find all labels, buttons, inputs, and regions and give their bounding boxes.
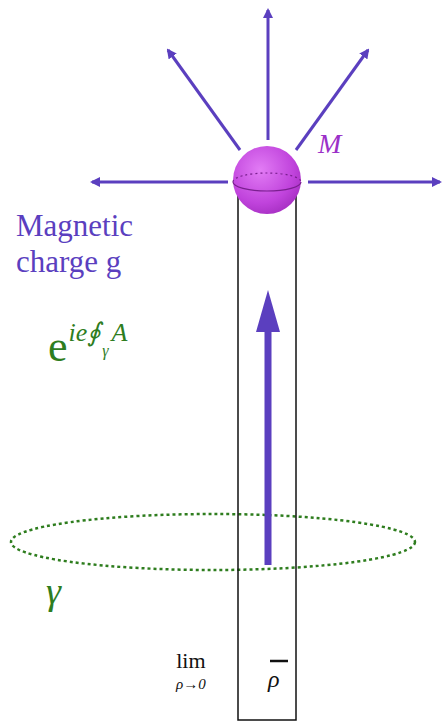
limit-subscript: ρ→0 [176,676,206,693]
radius-label: ρ [268,666,280,694]
exponent-text: ie∮ [69,318,102,348]
mass-label: M [318,128,341,160]
exponent-field: A [112,318,128,348]
sphere-equator [233,182,301,191]
loop-gamma [11,514,415,570]
flux-arrow-shaft [265,330,272,565]
limit-label: lim [176,648,205,673]
sphere-equator-back [233,173,301,182]
exponential-base: e [48,322,68,373]
monopole-sphere [233,146,301,214]
exponent-subscript: γ [102,342,108,360]
loop-label: γ [46,570,61,614]
flux-arrow-head [256,290,280,332]
dirac-string-tube [238,180,296,720]
charge-label: Magnetic charge g [16,208,186,279]
radius-bar [270,660,288,663]
